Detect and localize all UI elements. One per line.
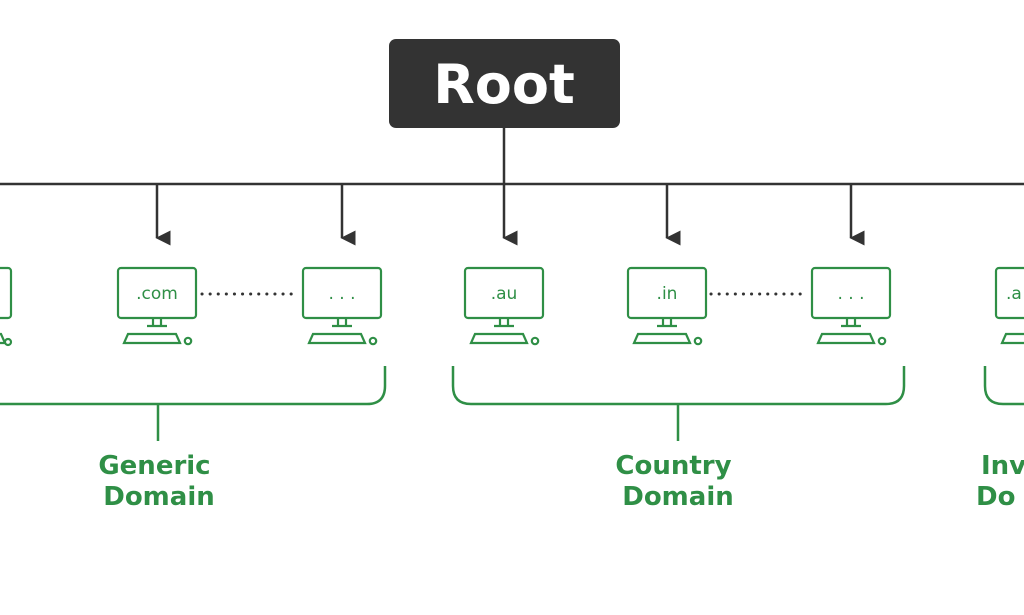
root-node: Root (389, 39, 620, 128)
computer-node-au: .au (463, 266, 545, 346)
root-label: Root (433, 53, 575, 116)
group-brackets (0, 366, 1024, 441)
node-label: .au (491, 284, 518, 304)
computer-node-com: .com (116, 266, 198, 346)
tree-connectors (0, 128, 1024, 246)
group-label-country: Country Domain (615, 451, 740, 512)
computer-nodes: .com . . . .au (0, 266, 1024, 347)
bracket-country (451, 366, 906, 406)
bracket-inverse (983, 366, 1024, 406)
computer-icon (994, 266, 1024, 345)
computer-icon (301, 266, 383, 346)
group-labels: Generic Domain Country Domain Inv Do (98, 451, 1024, 512)
computer-icon (810, 266, 892, 346)
computer-icon (0, 266, 13, 347)
bracket-generic (0, 366, 387, 406)
node-label: .a (1006, 284, 1022, 304)
root-box (389, 39, 620, 128)
computer-node-in: .in (626, 266, 708, 346)
node-label: .com (136, 284, 178, 304)
group-label-generic: Generic Domain (98, 451, 219, 512)
node-label: .in (657, 284, 678, 304)
node-label: . . . (328, 284, 355, 304)
computer-node-generic-more: . . . (301, 266, 383, 346)
computer-icon (463, 266, 545, 346)
computer-icon (626, 266, 708, 346)
computer-node-partial-left (0, 266, 13, 347)
group-label-inverse: Inv Do (976, 451, 1024, 512)
computer-icon (116, 266, 198, 346)
computer-node-partial-right: .a (994, 266, 1024, 345)
node-label: . . . (837, 284, 864, 304)
computer-node-country-more: . . . (810, 266, 892, 346)
